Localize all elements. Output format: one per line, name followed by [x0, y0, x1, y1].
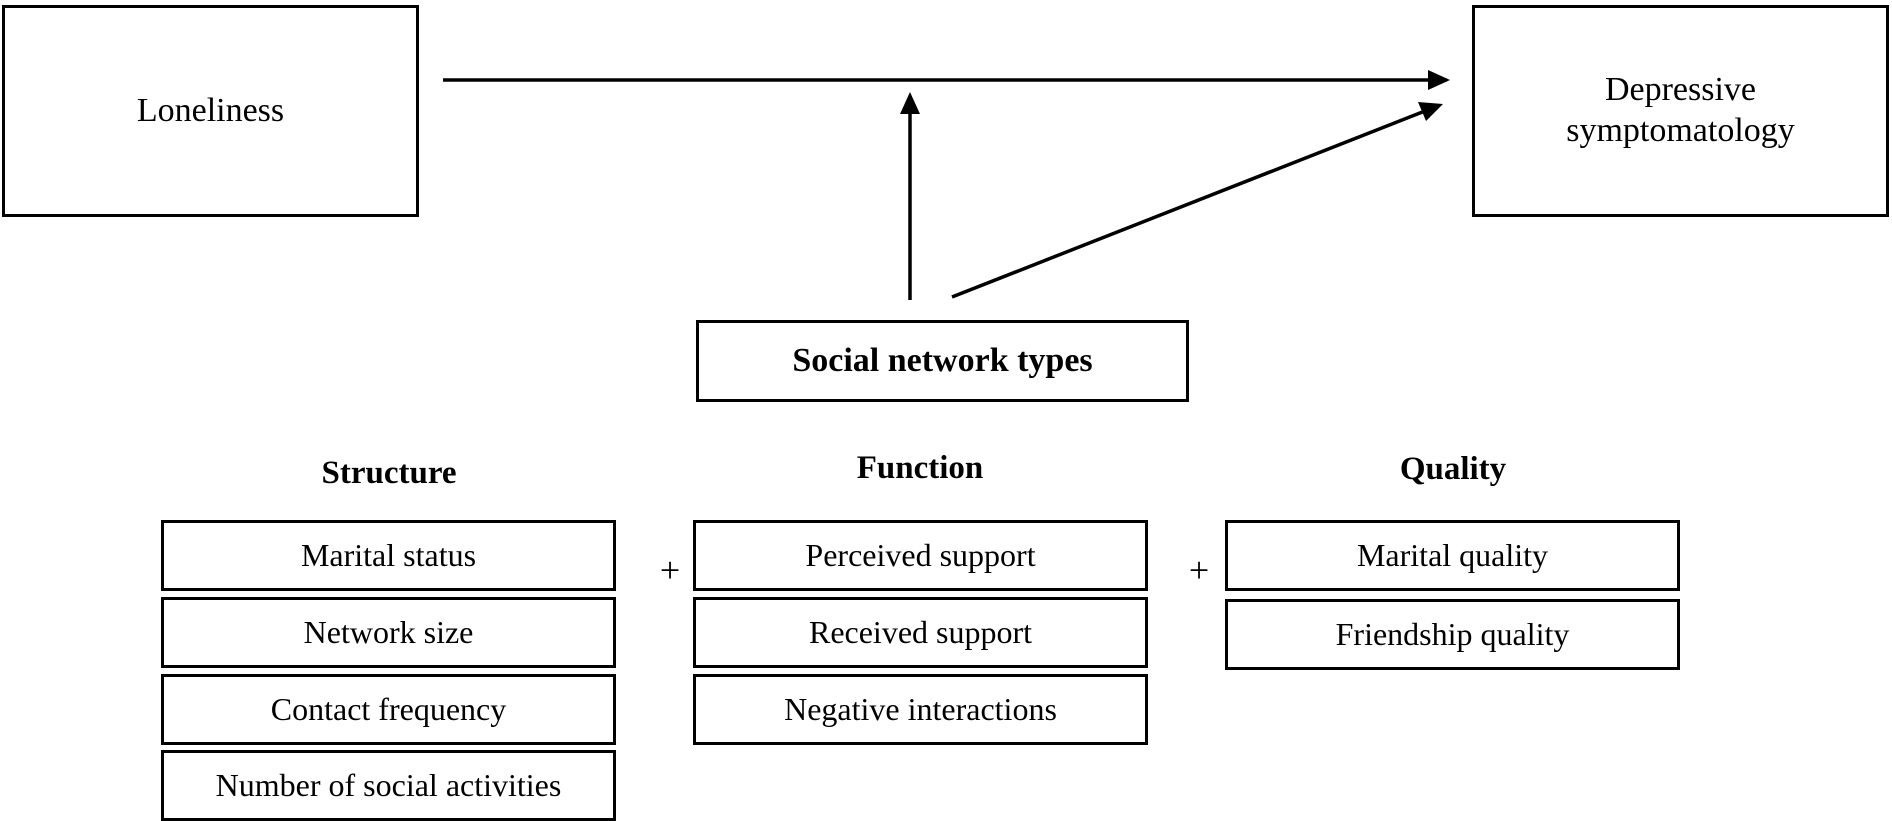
arrowhead-moderator: [900, 92, 920, 114]
depressive-label-line2: symptomatology: [1566, 112, 1795, 149]
structure-item: Contact frequency: [161, 674, 616, 745]
function-item: Perceived support: [693, 520, 1148, 591]
plus-sign: +: [1188, 550, 1210, 590]
function-item: Received support: [693, 597, 1148, 668]
quality-item: Friendship quality: [1225, 599, 1680, 670]
depressive-symptomatology-box: Depressive symptomatology: [1472, 5, 1889, 217]
plus-sign: +: [659, 550, 681, 590]
arrow-direct-effect: [951, 109, 1426, 299]
depressive-label-line1: Depressive: [1604, 71, 1757, 109]
function-item-label: Received support: [808, 614, 1033, 651]
loneliness-box: Loneliness: [2, 5, 419, 217]
social-network-types-label: Social network types: [792, 341, 1093, 379]
function-item: Negative interactions: [693, 674, 1148, 745]
structure-item: Marital status: [161, 520, 616, 591]
function-item-label: Negative interactions: [784, 691, 1057, 728]
quality-item-label: Friendship quality: [1335, 616, 1570, 653]
structure-item-label: Number of social activities: [215, 767, 562, 804]
function-heading: Function: [856, 450, 984, 486]
arrowhead-main: [1428, 70, 1450, 90]
quality-item: Marital quality: [1225, 520, 1680, 591]
social-network-types-box: Social network types: [696, 320, 1189, 402]
structure-item-label: Network size: [303, 614, 474, 651]
arrowhead-direct: [1418, 102, 1443, 121]
structure-item-label: Marital status: [300, 537, 477, 574]
structure-heading: Structure: [321, 455, 457, 491]
quality-item-label: Marital quality: [1356, 537, 1549, 574]
structure-item: Network size: [161, 597, 616, 668]
loneliness-label: Loneliness: [136, 91, 285, 129]
structure-item: Number of social activities: [161, 750, 616, 821]
function-item-label: Perceived support: [805, 537, 1036, 574]
quality-heading: Quality: [1399, 451, 1507, 487]
structure-item-label: Contact frequency: [270, 691, 507, 728]
